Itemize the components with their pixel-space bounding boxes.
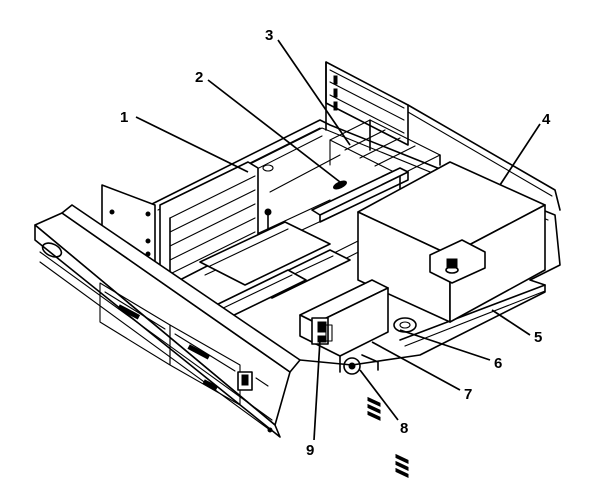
power-supply-vents xyxy=(367,396,409,478)
expansion-slot-guides xyxy=(329,119,441,191)
callout-3: 3 xyxy=(265,27,273,44)
leader-line-7 xyxy=(371,341,461,391)
callout-5: 5 xyxy=(534,329,542,346)
callout-labels: 1 2 3 4 5 6 7 8 9 xyxy=(120,27,551,459)
leader-line-6 xyxy=(399,329,491,361)
callout-7: 7 xyxy=(464,386,472,403)
front-bezel xyxy=(34,204,301,438)
speaker-bracket xyxy=(299,279,389,375)
leader-line-3 xyxy=(277,39,351,146)
board-support xyxy=(311,167,409,223)
callout-1: 1 xyxy=(120,109,128,126)
callout-9: 9 xyxy=(306,442,314,459)
leader-line-5 xyxy=(491,309,531,336)
leader-line-9 xyxy=(313,339,321,441)
leader-lines xyxy=(135,39,541,441)
callout-8: 8 xyxy=(400,420,408,437)
leader-line-4 xyxy=(499,123,541,186)
leader-line-8 xyxy=(359,369,399,421)
callout-4: 4 xyxy=(542,111,551,128)
callout-2: 2 xyxy=(195,69,203,86)
leader-line-1 xyxy=(135,116,249,173)
power-supply xyxy=(357,161,546,478)
callout-6: 6 xyxy=(494,355,502,372)
rear-panel xyxy=(325,61,561,211)
leader-line-2 xyxy=(207,79,341,183)
